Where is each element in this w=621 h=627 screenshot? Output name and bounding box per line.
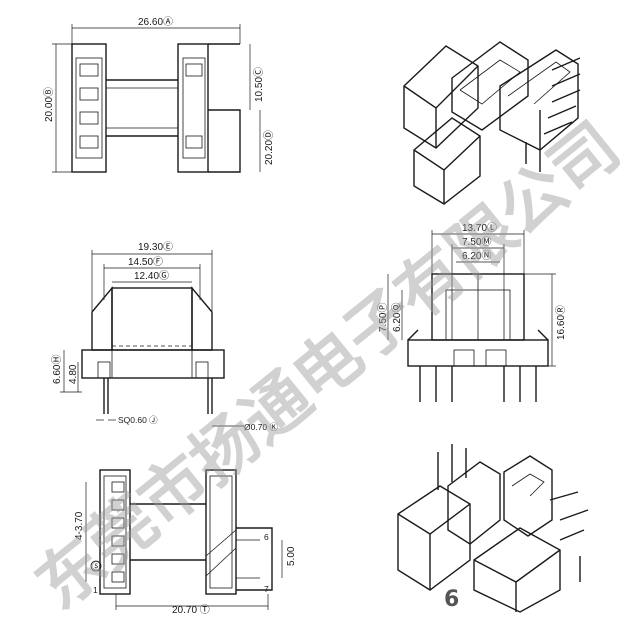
- dim-front-pin-square: SQ0.60 Ⓙ: [118, 415, 158, 425]
- dim-side-outer: 13.70Ⓛ: [462, 222, 497, 234]
- pin-label-1: 1: [93, 585, 98, 595]
- side-view: 13.70Ⓛ 7.50Ⓜ 6.20Ⓝ 7.50Ⓟ 6.20Ⓠ 16.60Ⓡ: [377, 222, 567, 402]
- dim-front-middle: 14.50Ⓕ: [128, 256, 163, 268]
- dim-front-base-height: 6.60Ⓗ: [51, 355, 63, 384]
- isometric-view-bottom: [397, 444, 589, 613]
- dim-front-pin-height: 4.80: [68, 364, 79, 384]
- label-bottom-ring: Ⓢ: [92, 561, 101, 571]
- front-view: 19.30Ⓔ 14.50Ⓕ 12.40Ⓖ 6.60Ⓗ 4.80 SQ0.60 Ⓙ…: [51, 241, 279, 432]
- dim-side-middle: 7.50Ⓜ: [462, 236, 491, 248]
- pin-label-6: 6: [264, 532, 269, 542]
- dim-side-h2: 6.20Ⓠ: [391, 303, 403, 332]
- dim-side-inner: 6.20Ⓝ: [462, 250, 491, 262]
- dim-front-pin-diameter: Ø0.70 Ⓚ: [244, 422, 279, 432]
- top-view: 26.60Ⓐ 20.00Ⓑ 10.50Ⓒ 20.20Ⓓ: [43, 16, 275, 173]
- isometric-view-top: [403, 41, 581, 205]
- dim-top-width: 26.60Ⓐ: [138, 16, 173, 28]
- dim-front-outer: 19.30Ⓔ: [138, 241, 173, 253]
- bottom-view: 4-3.70 Ⓢ 1 6 7 5.00 20.70 Ⓣ: [74, 469, 297, 616]
- dim-bottom-spacing: 5.00: [286, 546, 297, 566]
- dim-side-h1: 7.50Ⓟ: [377, 303, 389, 332]
- dim-front-inner: 12.40Ⓖ: [134, 270, 169, 282]
- dim-top-depth: 20.20Ⓓ: [263, 130, 275, 165]
- dim-top-height: 20.00Ⓑ: [43, 87, 55, 122]
- dim-bottom-width: 20.70 Ⓣ: [172, 604, 210, 616]
- pin-label-7: 7: [264, 584, 269, 594]
- dim-bottom-pitch: 4-3.70: [74, 511, 85, 540]
- dim-side-total-height: 16.60Ⓡ: [555, 305, 567, 340]
- page-number: 6: [444, 587, 459, 612]
- dim-top-slot: 10.50Ⓒ: [253, 67, 265, 102]
